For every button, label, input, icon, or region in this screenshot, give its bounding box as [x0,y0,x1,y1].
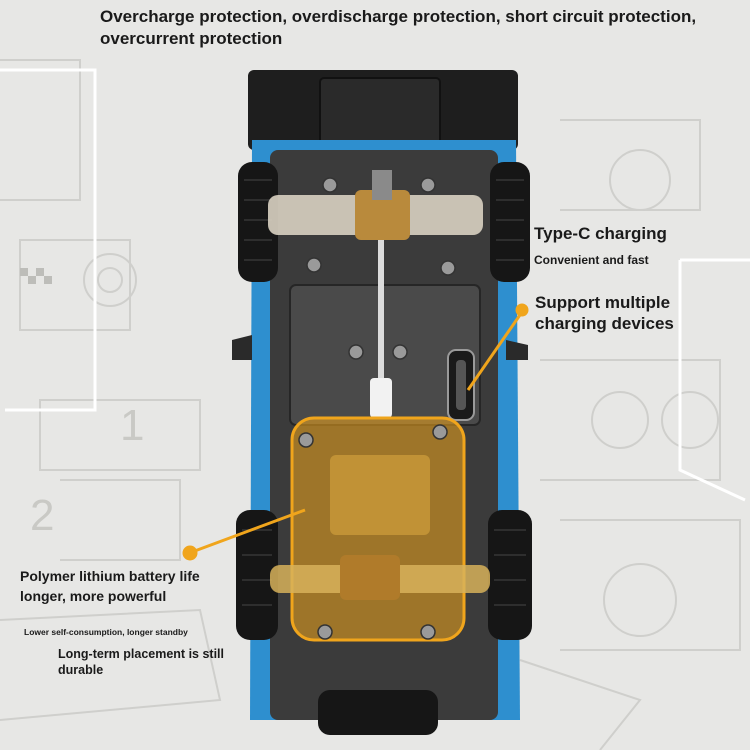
charging-devices-title: Support multiple charging devices [535,293,674,333]
protection-headline: Overcharge protection, overdischarge pro… [100,7,697,48]
battery-durable-note: Long-term placement is still durable [58,647,225,677]
battery-title: Polymer lithium battery life longer, mor… [20,568,200,604]
svg-text:2: 2 [30,491,54,540]
typec-subtitle: Convenient and fast [534,253,649,267]
svg-text:1: 1 [120,401,144,450]
battery-small-note: Lower self-consumption, longer standby [24,627,188,637]
typec-title: Type-C charging [534,224,667,243]
